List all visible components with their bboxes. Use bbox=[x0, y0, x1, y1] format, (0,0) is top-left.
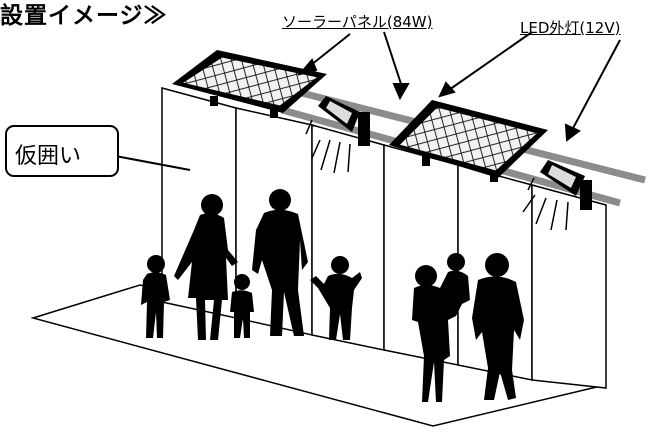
led-light-label: LED外灯(12V) bbox=[520, 19, 621, 37]
people-silhouette-icon bbox=[141, 189, 524, 402]
callout-arrows bbox=[109, 31, 621, 171]
solar-panel-label: ソーラーパネル(84W) bbox=[282, 13, 433, 31]
fence-callout-box bbox=[5, 125, 119, 177]
solar-panel-2 bbox=[389, 100, 548, 182]
page-title: 設置イメージ≫ bbox=[0, 2, 168, 29]
led-light-1 bbox=[305, 96, 370, 174]
temporary-fence-label: 仮囲い bbox=[15, 144, 82, 169]
solar-panel-1 bbox=[172, 50, 327, 118]
led-light-2 bbox=[522, 160, 592, 231]
